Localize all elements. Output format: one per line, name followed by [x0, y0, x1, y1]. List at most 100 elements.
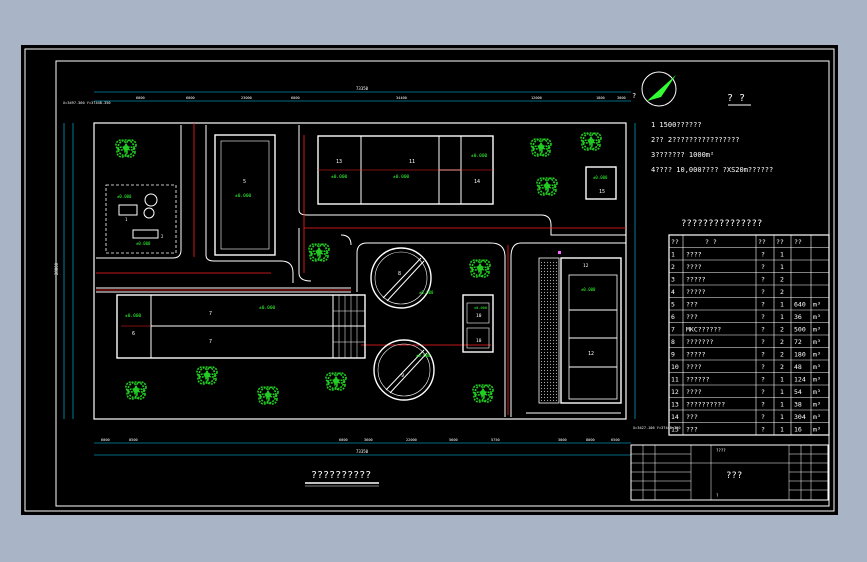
- row-unit: ?: [761, 301, 765, 309]
- building-9-label: 9: [401, 373, 404, 379]
- notes-block: ? ? 1 1500?????? 2?? 2???????????????? 3…: [651, 93, 773, 174]
- bottom-dim-1: 6000: [101, 438, 110, 442]
- row-number: 13: [671, 401, 679, 409]
- row-size-unit: m³: [813, 388, 821, 396]
- row-number: 4: [671, 288, 675, 296]
- drawing-sheet: 5 ±0.000 13 11 14 ±0.000 ±0.000 ±0.000 1…: [21, 45, 838, 515]
- row-size: 38: [794, 401, 802, 409]
- row-qty: 1: [780, 301, 784, 309]
- site-boundary: [93, 122, 627, 420]
- building-15-elev: ±0.000: [593, 175, 608, 180]
- equipment-table: ??? ???????1?????12?????13??????24??????…: [668, 234, 830, 436]
- row-qty: 1: [780, 376, 784, 384]
- tree-icon: [196, 366, 218, 385]
- title-block-small-a: ????: [716, 448, 726, 453]
- row-name: ???: [686, 301, 698, 309]
- coord-bottom-right: X=3427.106 Y=37448.350: [633, 426, 681, 430]
- row-name: MKC??????: [686, 326, 721, 334]
- row-name: ????: [686, 388, 702, 396]
- building-7-elev: ±0.000: [259, 305, 276, 311]
- bottom-total-dim: 73350: [356, 449, 369, 454]
- row-qty: 1: [780, 388, 784, 396]
- top-total-dim: 73350: [356, 86, 369, 91]
- row-qty: 2: [780, 338, 784, 346]
- tree-icon: [536, 177, 558, 196]
- row-qty: 2: [780, 363, 784, 371]
- building-2-elev: ±0.000: [136, 241, 151, 246]
- bottom-dim-4: 6000: [339, 438, 348, 442]
- row-qty: 2: [780, 288, 784, 296]
- building-6-label: 6: [132, 331, 135, 337]
- row-name: ???: [686, 413, 698, 421]
- building-8-round-tank: 8 ±0.000: [370, 247, 434, 309]
- row-size-unit: m³: [813, 301, 821, 309]
- building-14: 12 12 ±0.000: [538, 257, 622, 404]
- building-15: 15 ±0.000: [585, 166, 617, 200]
- table-header-cell: ??: [776, 238, 784, 246]
- building-7-label-a: 7: [209, 311, 212, 317]
- top-dim-4: 6000: [291, 96, 300, 100]
- row-size: 640: [794, 301, 806, 309]
- row-number: 5: [671, 301, 675, 309]
- row-qty: 2: [780, 276, 784, 284]
- row-name: ???????: [686, 338, 713, 346]
- row-number: 3: [671, 276, 675, 284]
- row-name: ???: [686, 426, 698, 434]
- row-unit: ?: [761, 351, 765, 359]
- building-11-elev: ±0.000: [393, 174, 410, 180]
- row-size: 124: [794, 376, 806, 384]
- row-size-unit: m³: [813, 426, 821, 434]
- top-dim-8: 3000: [617, 96, 626, 100]
- top-dim-6: 12000: [531, 96, 542, 100]
- row-unit: ?: [761, 288, 765, 296]
- note-2: 2?? 2????????????????: [651, 136, 740, 144]
- row-qty: 1: [780, 251, 784, 259]
- row-unit: ?: [761, 251, 765, 259]
- building-9-round-tank: 9 ±0.000: [373, 339, 435, 401]
- building-12-elev: ±0.000: [331, 174, 348, 180]
- building-15-label: 15: [599, 189, 605, 195]
- row-size-unit: m³: [813, 313, 821, 321]
- bottom-dim-6: 22000: [406, 438, 417, 442]
- row-size-unit: m³: [813, 413, 821, 421]
- row-size: 48: [794, 363, 802, 371]
- row-size-unit: m³: [813, 363, 821, 371]
- building-10-label-a: 10: [476, 313, 482, 319]
- tree-icon: [125, 381, 147, 400]
- row-unit: ?: [761, 313, 765, 321]
- row-size: 500: [794, 326, 806, 334]
- row-size-unit: m³: [813, 338, 821, 346]
- row-name: ????: [686, 263, 702, 271]
- row-name: ????: [686, 251, 702, 259]
- bottom-dim-7: 5600: [449, 438, 458, 442]
- marker-pink: [558, 251, 561, 254]
- drawing-title: ??????????: [311, 470, 371, 481]
- row-unit: ?: [761, 388, 765, 396]
- tree-icon: [530, 138, 552, 157]
- tree-icon: [257, 386, 279, 405]
- row-unit: ?: [761, 426, 765, 434]
- row-name: ??????????: [686, 401, 725, 409]
- row-number: 14: [671, 413, 679, 421]
- site-plan: 5 ±0.000 13 11 14 ±0.000 ±0.000 ±0.000 1…: [93, 122, 627, 420]
- dimensions: 73350 6000 6000 23000 6000 34400 12000 1…: [54, 86, 681, 456]
- top-dim-5: 34400: [396, 96, 407, 100]
- building-1-elev: ±0.000: [117, 194, 132, 199]
- top-dim-3: 23000: [241, 96, 252, 100]
- row-size: 36: [794, 313, 802, 321]
- building-9-elev: ±0.000: [416, 353, 431, 358]
- tree-icon: [325, 372, 347, 391]
- row-number: 8: [671, 338, 675, 346]
- row-unit: ?: [761, 401, 765, 409]
- tree-icon: [308, 243, 330, 262]
- bottom-dim-11: 6500: [611, 438, 620, 442]
- row-size: 304: [794, 413, 806, 421]
- building-6-elev: ±0.000: [125, 313, 142, 319]
- row-number: 2: [671, 263, 675, 271]
- top-dim-2: 6000: [186, 96, 195, 100]
- row-number: 1: [671, 251, 675, 259]
- row-size: 54: [794, 388, 802, 396]
- bottom-dim-2: 8500: [129, 438, 138, 442]
- title-block-small-b: ?: [716, 493, 719, 498]
- row-unit: ?: [761, 326, 765, 334]
